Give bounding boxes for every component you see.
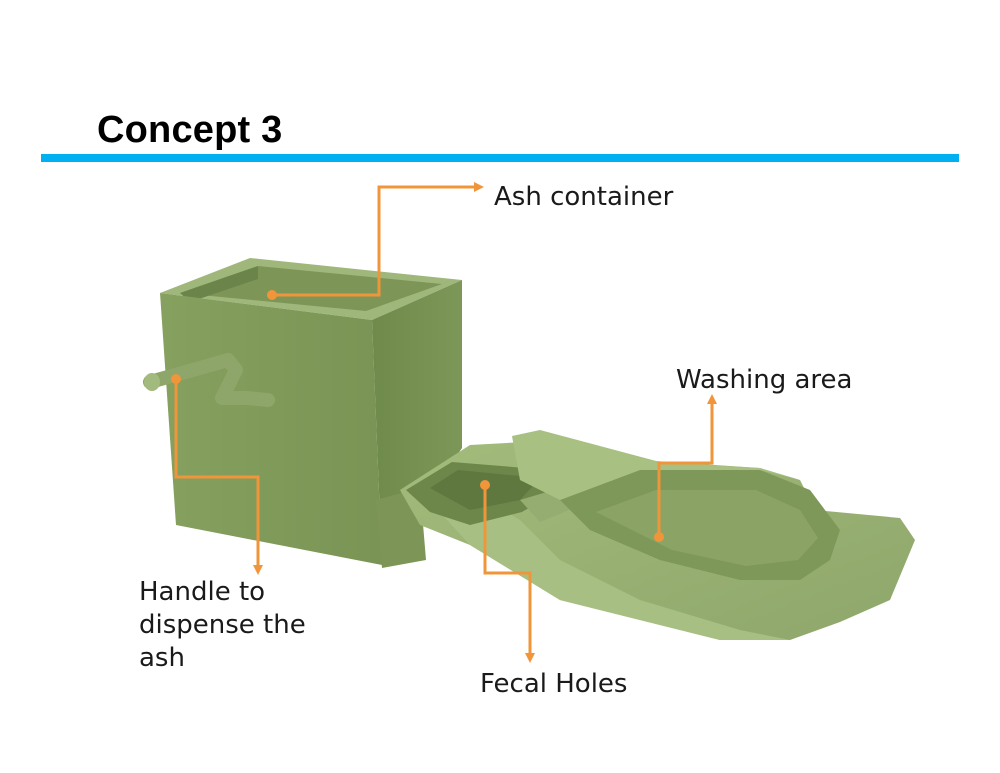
ash-container-dot <box>267 290 277 300</box>
leader-lines <box>171 182 717 663</box>
washing-area-label: Washing area <box>676 365 853 395</box>
fecal-holes-leader <box>483 485 532 655</box>
fecal-holes-dot <box>480 480 490 490</box>
crank-handle-model <box>143 353 275 407</box>
washing-area-arrowhead <box>707 394 717 404</box>
title-divider <box>41 154 959 162</box>
fecal-holes-label: Fecal Holes <box>480 669 628 699</box>
ash-container-model <box>160 258 462 568</box>
handle-dot <box>171 374 181 384</box>
handle-leader <box>174 379 260 567</box>
handle-arrowhead <box>253 565 263 575</box>
washing-area-dot <box>654 532 664 542</box>
fecal-holes-arrowhead <box>525 653 535 663</box>
slide-title: Concept 3 <box>97 109 283 151</box>
ash-container-label: Ash container <box>494 182 674 212</box>
handle-label: Handle to dispense the ash <box>139 577 306 673</box>
washing-area-leader <box>657 402 714 537</box>
ash-container-arrowhead <box>474 182 484 192</box>
ash-container-leader <box>272 185 474 297</box>
